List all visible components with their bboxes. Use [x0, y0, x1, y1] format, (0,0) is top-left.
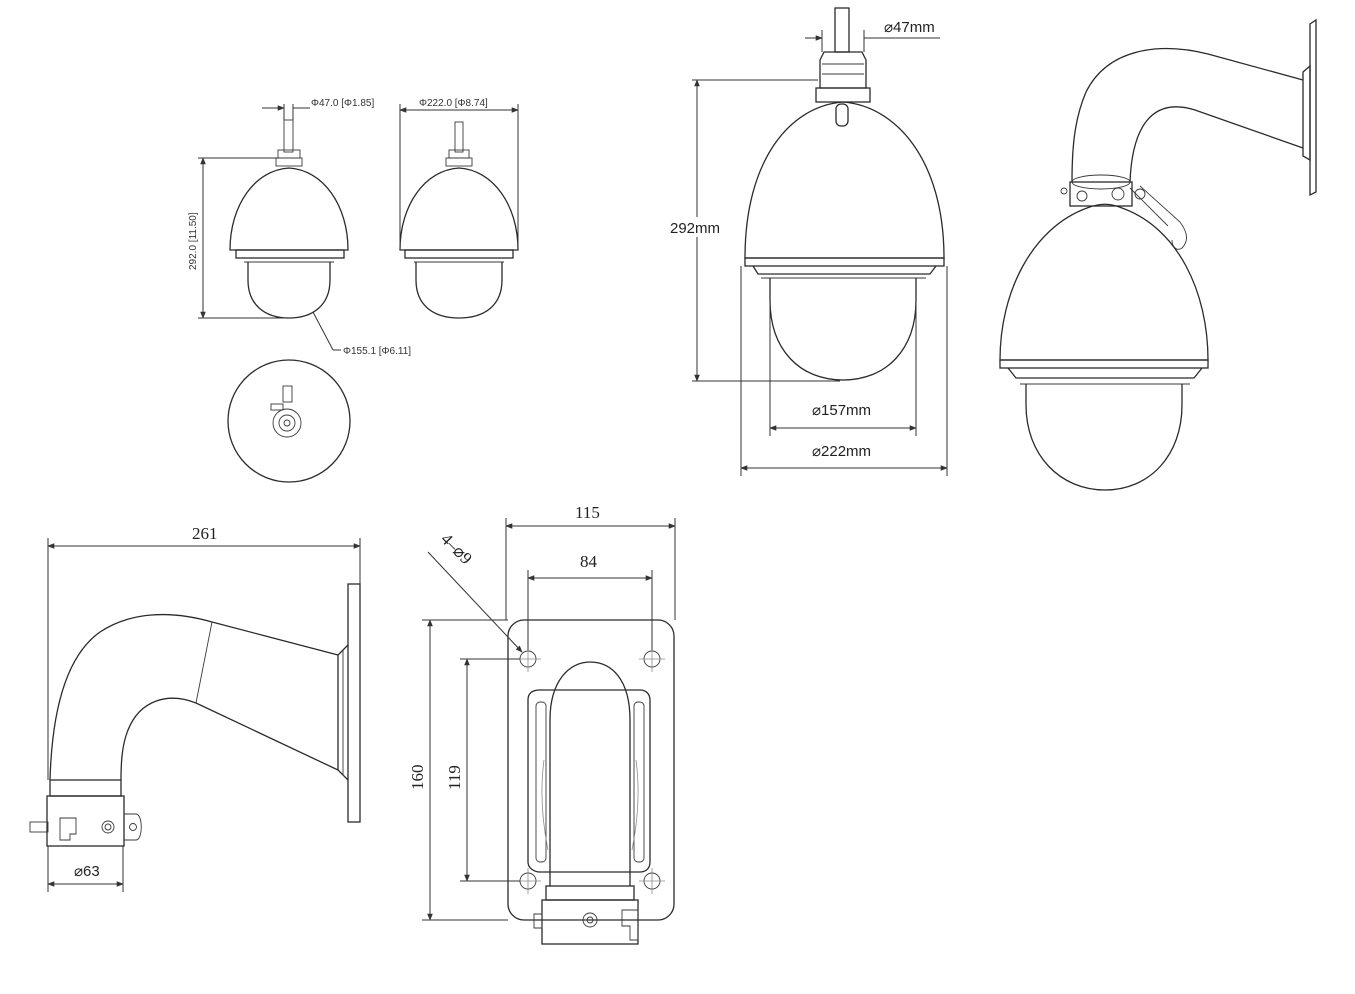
figure-b-front-view: [744, 7, 945, 381]
plate-hole-spacing-x-label: 84: [580, 552, 598, 571]
figure-b-housing-diameter-label: ⌀222mm: [812, 443, 871, 460]
figure-c-perspective-view: [999, 18, 1317, 491]
figure-a-height-label: 292.0 [11.50]: [188, 212, 199, 270]
bracket-plate-dimensions: 115 84 160 119 4–⌀9: [408, 503, 676, 921]
plate-hole-spacing-y-label: 119: [445, 765, 464, 790]
mounting-hole: [639, 868, 665, 894]
bracket-side-dimensions: 261 ⌀63: [47, 524, 361, 892]
bracket-side-view: [29, 583, 361, 847]
figure-b-dome-diameter-label: ⌀157mm: [812, 402, 871, 419]
figure-b-height-label: 292mm: [670, 220, 720, 237]
figure-a-housing-diameter-label: Φ222.0 [Φ8.74]: [419, 98, 488, 109]
plate-width-label: 115: [575, 503, 600, 522]
plate-height-label: 160: [408, 765, 427, 791]
figure-a-dome-diameter-label: Φ155.1 [Φ6.11]: [343, 346, 411, 357]
figure-a-top-view: [227, 359, 351, 483]
figure-b-dimensions: ⌀47mm 292mm ⌀157mm ⌀222mm: [665, 19, 948, 476]
bracket-mount-diameter-label: ⌀63: [74, 863, 100, 880]
figure-b-cable-diameter-label: ⌀47mm: [884, 19, 935, 36]
figure-a-side-view: [399, 121, 519, 319]
mounting-hole: [639, 646, 665, 672]
figure-a-front-view: [229, 119, 349, 319]
figure-a-cable-diameter-label: Φ47.0 [Φ1.85]: [311, 98, 374, 109]
bracket-plate-front-view: [507, 619, 675, 945]
bracket-length-label: 261: [192, 524, 218, 543]
figure-a-dimensions: Φ47.0 [Φ1.85] Φ222.0 [Φ8.74] 292.0 [11.5…: [188, 98, 519, 357]
plate-holes-label: 4–⌀9: [437, 529, 476, 568]
